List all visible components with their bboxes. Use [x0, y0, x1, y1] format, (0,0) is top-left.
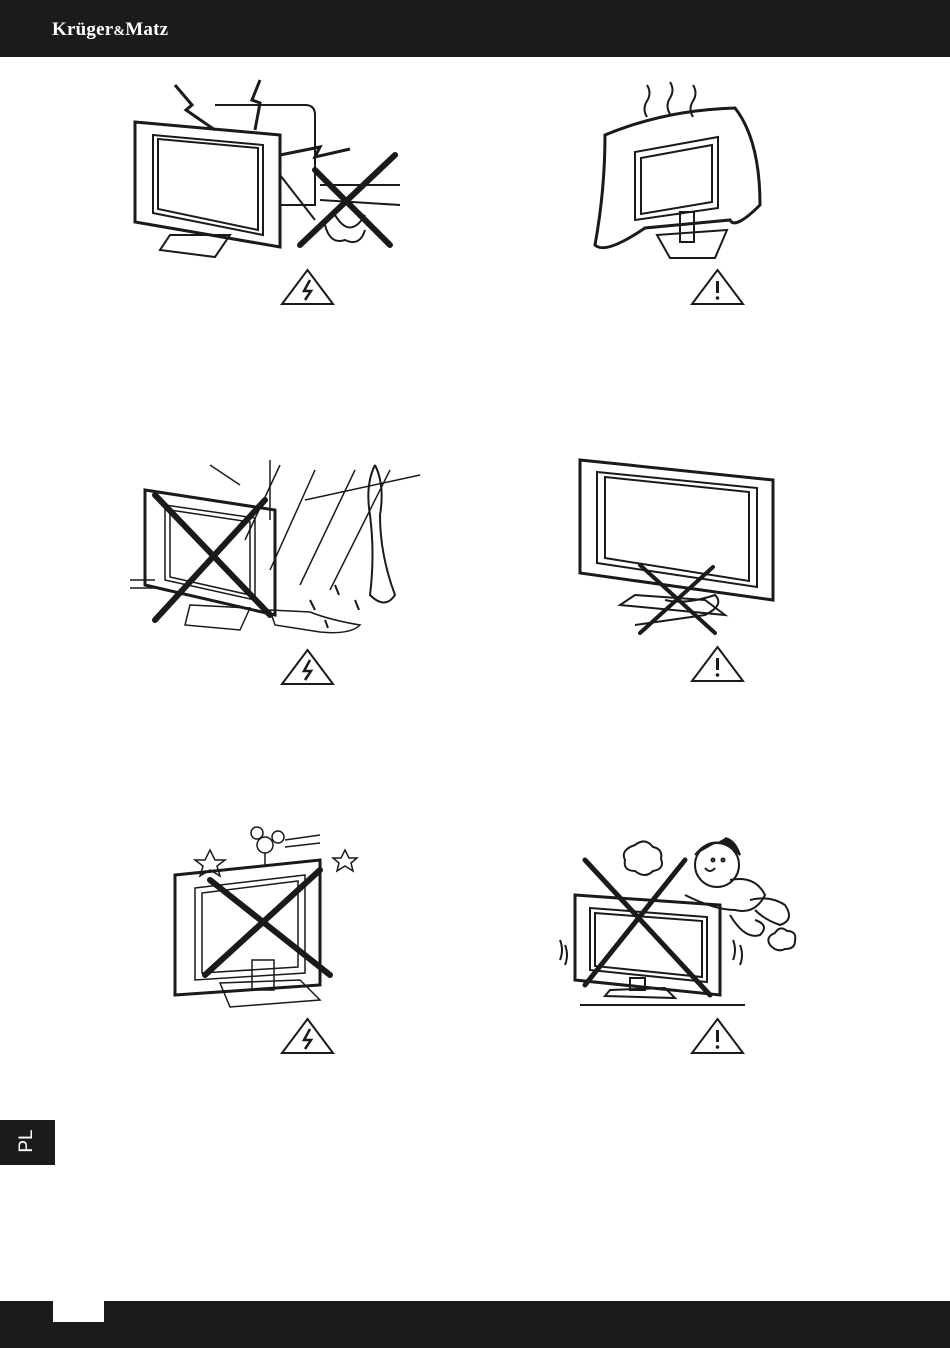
- illustration-tv-cable-under-stand: [575, 455, 780, 640]
- page-number-box: [53, 1301, 104, 1322]
- illustration-tv-rain-window: [130, 460, 415, 645]
- header-bar: Krüger&Matz: [0, 0, 950, 57]
- electric-shock-warning-icon: [280, 268, 335, 306]
- illustration-lightning-antenna: [120, 75, 420, 315]
- general-warning-icon: [690, 268, 745, 306]
- illustration-tv-object-on-top: [170, 825, 360, 1010]
- brand-logo: Krüger&Matz: [52, 19, 168, 41]
- footer-bar: [0, 1301, 950, 1348]
- general-warning-icon: [690, 1017, 745, 1055]
- illustration-child-climbing-tv: [555, 830, 805, 1015]
- electric-shock-warning-icon: [280, 648, 335, 686]
- general-warning-icon: [690, 645, 745, 683]
- language-tab: PL: [0, 1120, 55, 1165]
- illustration-covered-tv: [585, 80, 775, 260]
- language-label: PL: [16, 1128, 38, 1154]
- electric-shock-warning-icon: [280, 1017, 335, 1055]
